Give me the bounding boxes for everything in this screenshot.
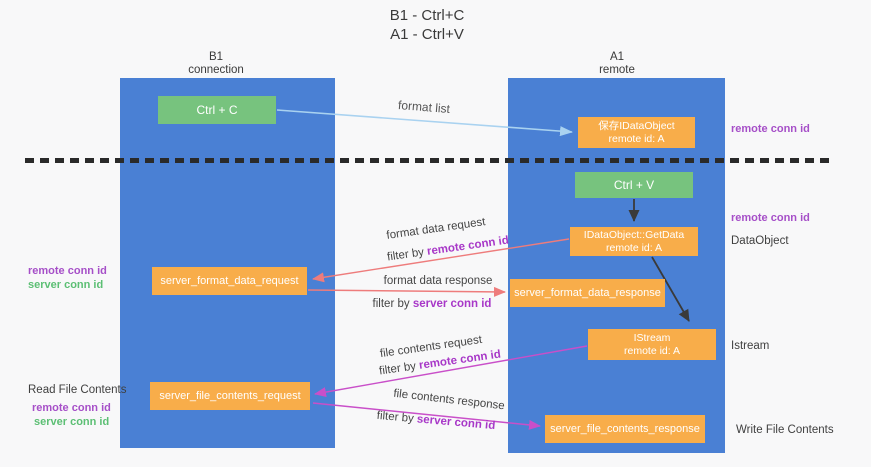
- getdata-line2: remote id: A: [605, 241, 663, 254]
- file-contents-response-filter-label: filter by server conn id: [376, 410, 495, 432]
- server-file-contents-response-label: server_file_contents_response: [550, 423, 700, 435]
- format-data-response-label: format data response: [383, 275, 493, 287]
- ctrl-v-node: Ctrl + V: [575, 172, 693, 198]
- remote-conn-id-label-left: remote conn id: [28, 265, 107, 277]
- lifeline-a1-subtitle: remote: [599, 64, 635, 76]
- save-idataobject-line1: 保存IDataObject: [598, 119, 675, 132]
- ctrl-v-label: Ctrl + V: [613, 178, 655, 192]
- server-format-data-response-label: server_format_data_response: [514, 287, 661, 299]
- server-file-contents-request-node: server_file_contents_request: [150, 382, 310, 410]
- server-conn-id-label-left: server conn id: [28, 279, 104, 291]
- remote-conn-id-label-bottom-left: remote conn id: [32, 402, 111, 414]
- getdata-line1: IDataObject::GetData: [583, 228, 685, 241]
- title-line-1: B1 - Ctrl+C: [389, 7, 465, 24]
- idataobject-getdata-node: IDataObject::GetData remote id: A: [570, 227, 698, 256]
- ctrl-c-label: Ctrl + C: [196, 103, 238, 117]
- file-contents-response-label: file contents response: [392, 387, 506, 413]
- filter-by-text: filter by: [378, 359, 420, 378]
- filter-by-text: filter by: [386, 245, 428, 264]
- diagram-title: B1 - Ctrl+C A1 - Ctrl+V: [390, 6, 465, 44]
- lifeline-b1-subtitle: connection: [188, 64, 244, 76]
- istream-line2: remote id: A: [623, 344, 681, 357]
- server-format-data-request-node: server_format_data_request: [152, 267, 307, 295]
- dataobject-label: DataObject: [731, 235, 789, 247]
- format-data-response-arrow: [307, 286, 506, 297]
- read-file-contents-label: Read File Contents: [28, 384, 127, 396]
- remote-conn-id-label-mid-right: remote conn id: [731, 212, 810, 224]
- write-file-contents-label: Write File Contents: [736, 424, 834, 436]
- server-file-contents-response-node: server_file_contents_response: [545, 415, 705, 443]
- istream-side-label: Istream: [731, 340, 770, 352]
- server-format-data-request-label: server_format_data_request: [160, 275, 299, 287]
- title-line-2: A1 - Ctrl+V: [390, 26, 464, 43]
- filter-by-text: filter by: [376, 409, 418, 426]
- server-format-data-response-node: server_format_data_response: [510, 279, 665, 307]
- lifeline-header-b1: B1 connection: [188, 51, 244, 77]
- ctrl-c-node: Ctrl + C: [158, 96, 276, 124]
- save-idataobject-node: 保存IDataObject remote id: A: [578, 117, 695, 148]
- lifeline-b1-title: B1: [208, 51, 224, 63]
- phase-separator-dashed-line: [25, 158, 833, 163]
- remote-conn-id-label-top-right: remote conn id: [731, 123, 810, 135]
- server-conn-id-label-bottom-left: server conn id: [34, 416, 110, 428]
- filter-by-text: filter by: [372, 298, 413, 310]
- lifeline-header-a1: A1 remote: [599, 51, 635, 77]
- format-list-label: format list: [397, 97, 451, 117]
- server-conn-id-key: server conn id: [412, 298, 492, 310]
- istream-line1: IStream: [633, 331, 671, 344]
- server-conn-id-key: server conn id: [416, 413, 496, 433]
- remote-conn-id-key: remote conn id: [426, 234, 510, 258]
- server-file-contents-request-label: server_file_contents_request: [159, 390, 301, 402]
- istream-node: IStream remote id: A: [588, 329, 716, 360]
- format-data-request-label: format data request: [385, 216, 487, 242]
- format-data-response-filter-label: filter by server conn id: [373, 298, 492, 310]
- lifeline-a1-title: A1: [609, 51, 625, 63]
- save-idataobject-line2: remote id: A: [608, 132, 665, 145]
